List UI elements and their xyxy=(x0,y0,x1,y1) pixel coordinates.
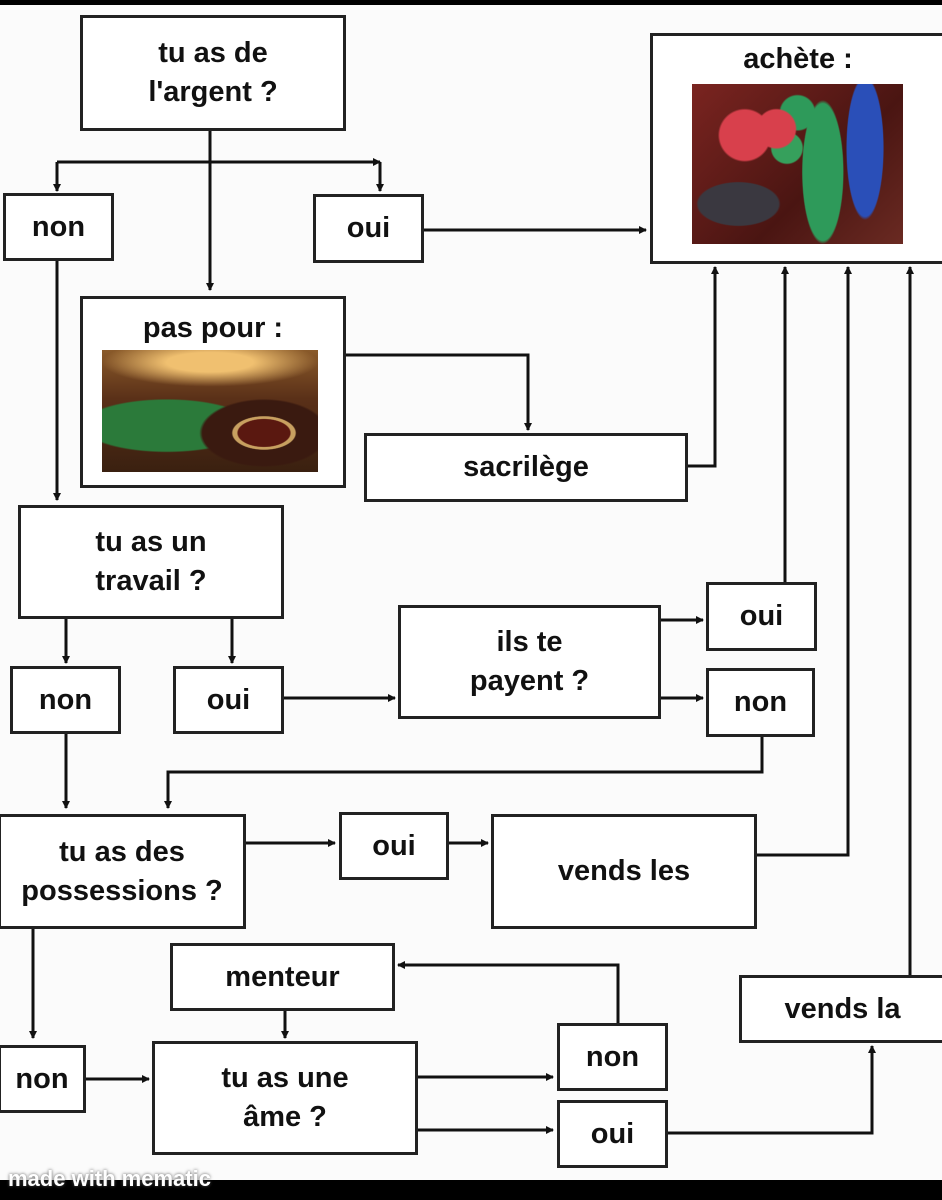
casino-roulette-image xyxy=(102,350,318,472)
casino-chips-image xyxy=(692,84,903,244)
question-soul: tu as une âme ? xyxy=(152,1041,418,1155)
buy-label: achète : xyxy=(743,43,853,75)
arrow-soulno-liar xyxy=(397,961,620,1023)
not-for-label: pas pour : xyxy=(142,312,284,344)
top-border xyxy=(0,0,942,5)
watermark: made with mematic xyxy=(8,1166,211,1191)
no-paid: non xyxy=(706,668,815,737)
no-money: non xyxy=(3,193,114,261)
yes-money: oui xyxy=(313,194,424,263)
arrow-notfor-sacrilege xyxy=(345,353,532,431)
yes-paid: oui xyxy=(706,582,817,651)
sell-it: vends la xyxy=(739,975,942,1043)
question-paid: ils te payent ? xyxy=(398,605,661,719)
yes-possessions: oui xyxy=(339,812,449,880)
question-job: tu as un travail ? xyxy=(18,505,284,619)
sell-them: vends les xyxy=(491,814,757,929)
sacrilege: sacrilège xyxy=(364,433,688,502)
yes-soul: oui xyxy=(557,1100,668,1168)
arrow-sacrilege-buy xyxy=(687,266,719,468)
arrow-soulyes-sellit xyxy=(667,1045,876,1135)
liar: menteur xyxy=(170,943,395,1011)
no-soul: non xyxy=(557,1023,668,1091)
arrow-sell-buy xyxy=(756,266,852,857)
no-possessions: non xyxy=(0,1045,86,1113)
question-possessions: tu as des possessions ? xyxy=(0,814,246,929)
yes-job: oui xyxy=(173,666,284,734)
question-money: tu as de l'argent ? xyxy=(80,15,346,131)
no-job: non xyxy=(10,666,121,734)
arrow-paidno-possessions xyxy=(164,736,764,809)
bottom-border xyxy=(0,1180,942,1200)
